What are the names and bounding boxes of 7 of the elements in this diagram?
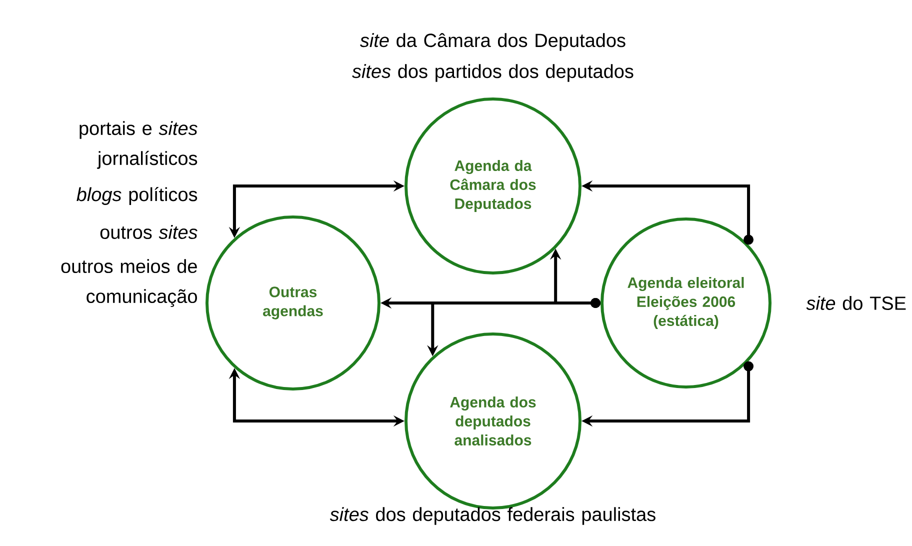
source-text: outros meios de comunicação [61, 259, 197, 307]
source-text: outros sites [100, 225, 198, 239]
source-text: sites dos partidos dos deputados [352, 64, 634, 82]
source-text: sites dos deputados federais paulistas [330, 507, 656, 525]
source-text: site do TSE [806, 296, 906, 310]
source-text: site da Câmara dos Deputados [360, 33, 626, 51]
source-text: blogs políticos [76, 187, 198, 205]
